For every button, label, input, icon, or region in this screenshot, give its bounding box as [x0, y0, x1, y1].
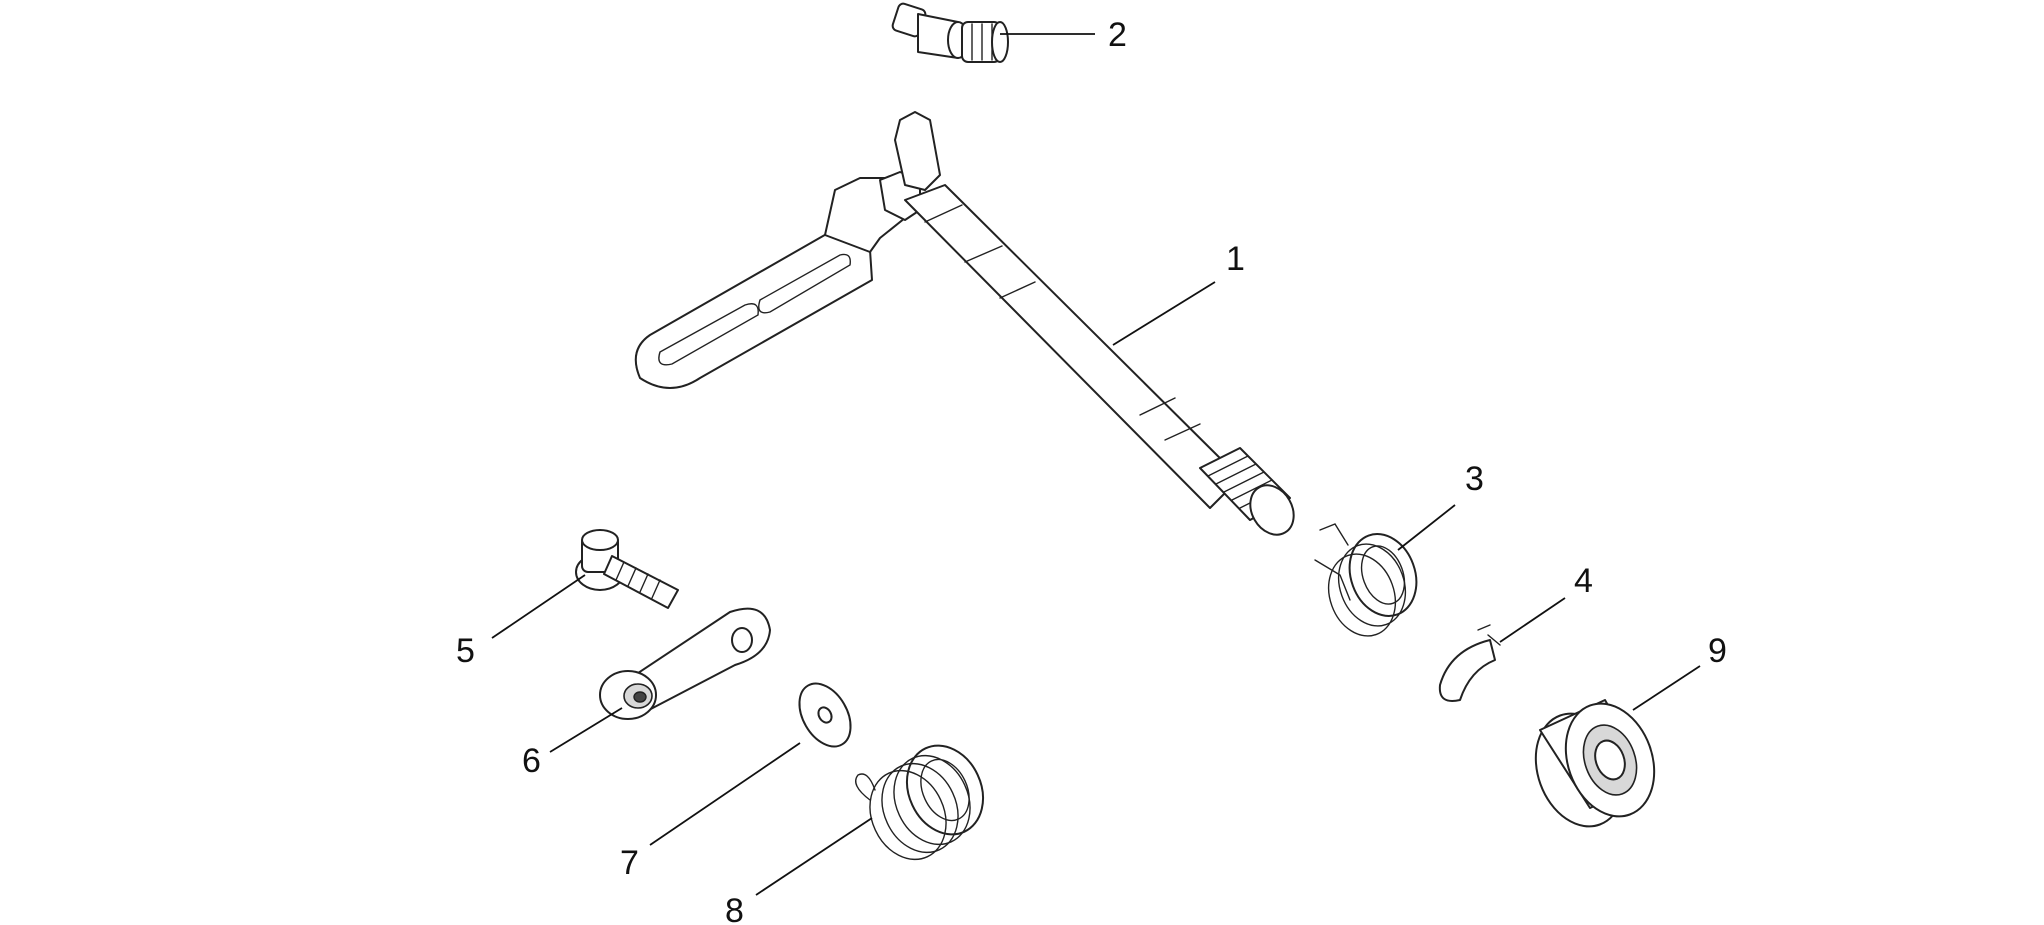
callout-5: 5 — [456, 632, 475, 670]
part-5-flange-bolt — [575, 529, 679, 609]
leader-line-1 — [1112, 281, 1216, 346]
callout-6: 6 — [522, 742, 541, 780]
callout-7: 7 — [620, 844, 639, 882]
leader-line-3 — [1397, 504, 1456, 551]
leader-line-4 — [1499, 597, 1566, 643]
callout-9: 9 — [1708, 632, 1727, 670]
leader-line-9 — [1632, 665, 1701, 711]
part-8-coil-spring — [855, 744, 984, 861]
callout-2: 2 — [1108, 16, 1127, 54]
leader-line-7 — [649, 742, 801, 846]
leader-line-6 — [549, 707, 623, 753]
callout-4: 4 — [1574, 562, 1593, 600]
part-7-washer — [798, 682, 852, 748]
callout-3: 3 — [1465, 460, 1484, 498]
part-3-torsion-spring — [1314, 523, 1418, 637]
callout-8: 8 — [725, 892, 744, 925]
leader-line-5 — [491, 574, 586, 639]
callout-1: 1 — [1226, 240, 1245, 278]
part-6-stopper-arm — [599, 607, 771, 720]
part-1-gearshift-shaft — [634, 111, 1295, 536]
leader-line-8 — [755, 817, 873, 896]
part-9-bearing — [1534, 699, 1656, 828]
part-4-circlip — [1438, 624, 1501, 702]
part-2-plug-bolt — [891, 2, 1009, 63]
